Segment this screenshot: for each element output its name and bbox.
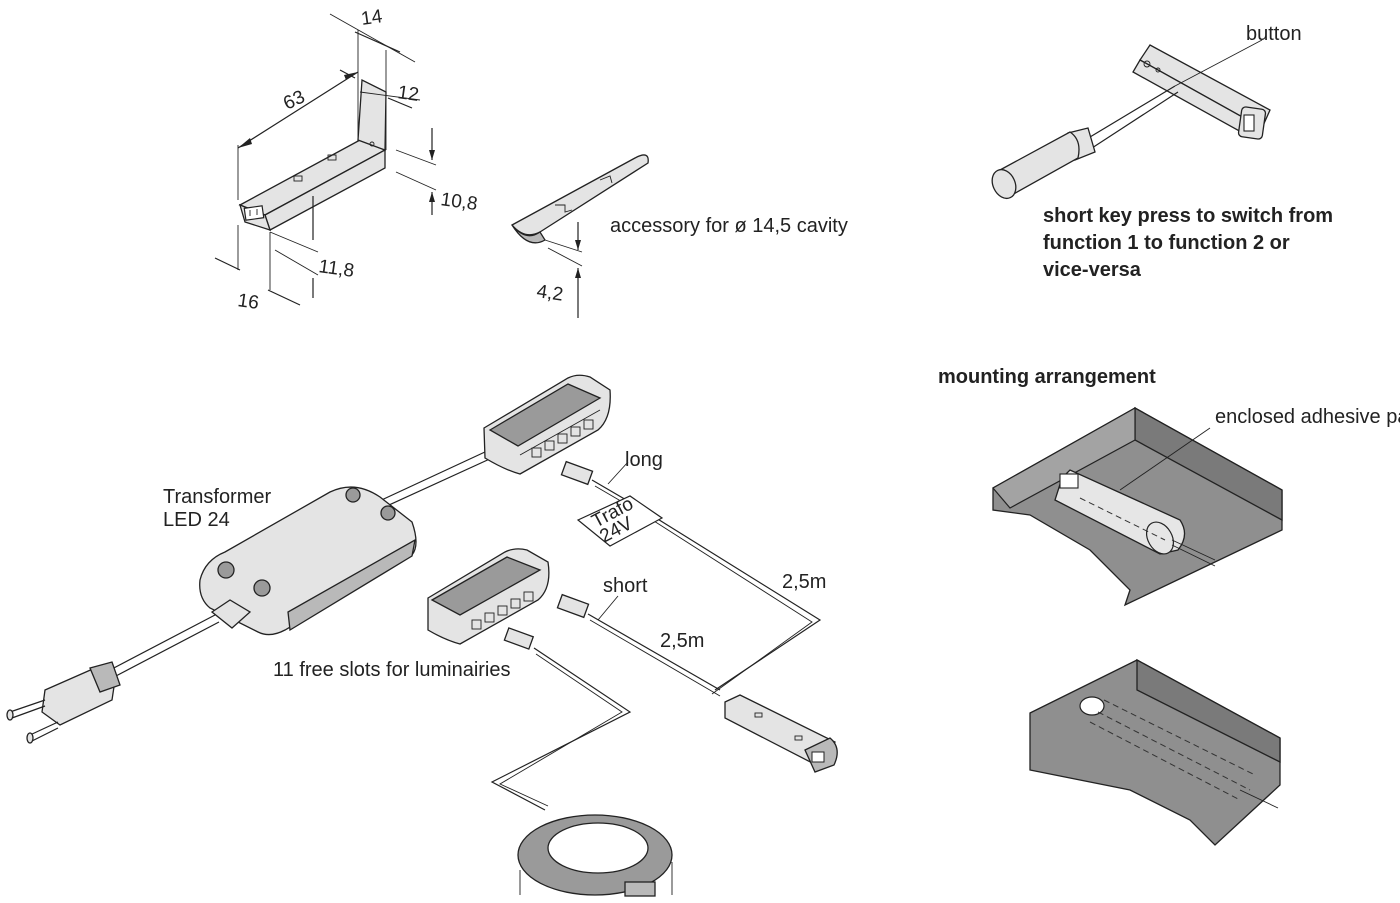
dim-63: 63: [280, 87, 308, 115]
transformer-line-2: LED 24: [163, 509, 230, 531]
accessory-label: accessory for ø 14,5 cavity: [610, 215, 848, 237]
power-plug: [6, 661, 121, 744]
short-cable-switch: [556, 593, 838, 773]
dimensioned-switch: [214, 13, 437, 306]
instruction-line-3: vice-versa: [1043, 259, 1142, 281]
recessed-luminaire: [490, 627, 673, 897]
accessory-clip: [510, 154, 649, 318]
short-label: short: [603, 575, 648, 597]
dim-11-8: 11,8: [317, 256, 355, 282]
mounting-recessed: [1029, 658, 1281, 846]
instruction-line-2: function 1 to function 2 or: [1043, 232, 1290, 254]
dim-4-2: 4,2: [535, 281, 564, 305]
cable-long-length: 2,5m: [782, 571, 826, 593]
dim-16: 16: [236, 290, 260, 314]
free-slots-label: 11 free slots for luminairies: [273, 659, 511, 681]
dim-12: 12: [396, 82, 420, 106]
dim-14: 14: [360, 6, 384, 30]
distributor-bottom-slots: [471, 591, 534, 630]
button-label: button: [1246, 23, 1302, 45]
screwdriver-illustration: [991, 39, 1271, 200]
adhesive-label: enclosed adhesive pad: [1215, 406, 1400, 428]
distributor-bottom: [427, 548, 550, 645]
long-cable: [560, 460, 822, 695]
dim-10-8: 10,8: [439, 189, 479, 215]
mounting-heading: mounting arrangement: [938, 366, 1156, 388]
transformer-unit: [109, 486, 417, 678]
long-label: long: [625, 449, 663, 471]
instruction-line-1: short key press to switch from: [1043, 205, 1333, 227]
distributor-top-slots: [531, 419, 594, 458]
mounting-surface-mounted: [992, 406, 1283, 607]
distributor-top: [359, 374, 611, 517]
transformer-line-1: Transformer: [163, 486, 272, 508]
cable-short-length: 2,5m: [660, 630, 704, 652]
